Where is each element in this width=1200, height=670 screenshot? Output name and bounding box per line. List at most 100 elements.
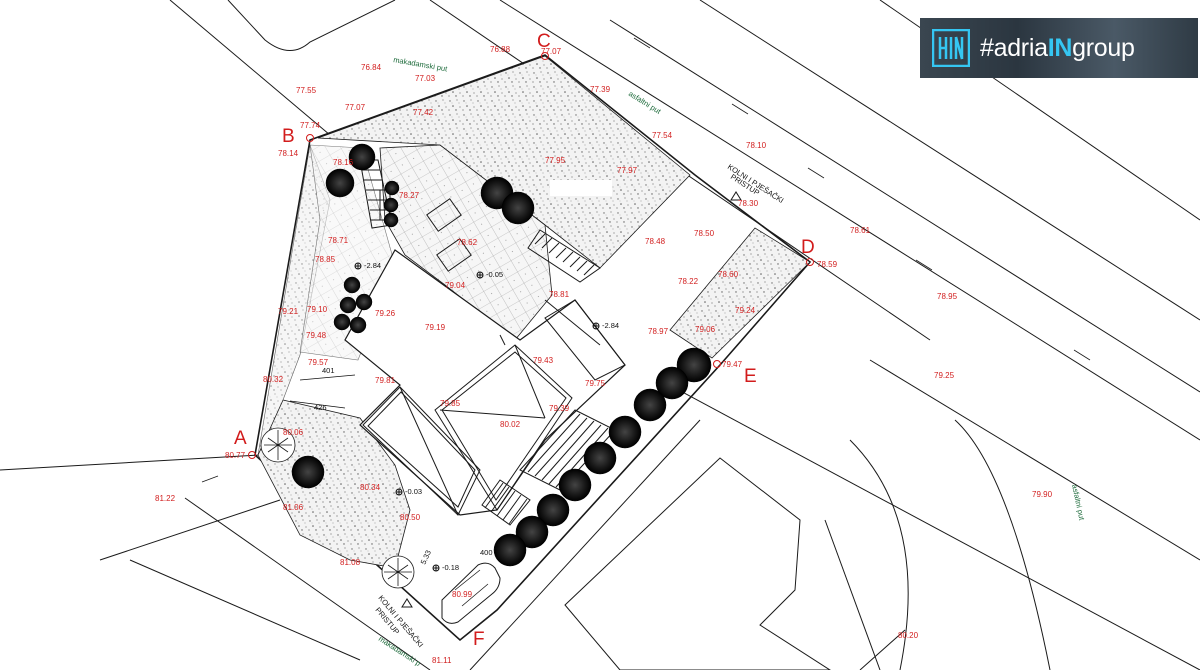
elevation-label: 79.26 — [375, 309, 396, 318]
elevation-label: 79.06 — [695, 325, 716, 334]
elevation-label: 80.06 — [283, 428, 304, 437]
corner-label-d: D — [801, 237, 815, 258]
svg-text:-0.18: -0.18 — [442, 563, 459, 572]
elevation-label: 80.34 — [360, 483, 381, 492]
level-marker-3: -2.84 — [592, 321, 619, 330]
elevation-label: 76.88 — [490, 45, 511, 54]
elevation-label: 79.39 — [549, 404, 570, 413]
elevation-label: 80.50 — [400, 513, 421, 522]
level-markers: -2.84 -0.05 -2.84 -0.03 -0.18 — [354, 261, 619, 572]
elevation-label: 78.27 — [399, 191, 420, 200]
elevation-label: 79.48 — [306, 331, 327, 340]
elevation-label: 79.85 — [440, 399, 461, 408]
elevation-label: 76.84 — [361, 63, 382, 72]
corner-markers — [248, 52, 814, 459]
gravel-areas — [257, 55, 811, 569]
elevation-label: 78.22 — [678, 277, 699, 286]
elevation-label: 78.14 — [278, 149, 299, 158]
brand-logo[interactable]: #adriaINgroup — [920, 18, 1198, 78]
svg-text:-2.84: -2.84 — [364, 261, 381, 270]
corner-label-c: C — [537, 31, 551, 52]
elevation-label: 79.25 — [934, 371, 955, 380]
dimension-426: 426 — [314, 403, 327, 412]
elevation-label: 79.24 — [735, 306, 756, 315]
brand-name: #adriaINgroup — [980, 34, 1135, 63]
dimension-533: 5.33 — [419, 549, 433, 566]
elevation-label: 81.06 — [283, 503, 304, 512]
house-footprint — [344, 249, 626, 516]
tree — [291, 143, 712, 567]
elevation-label: 78.60 — [718, 270, 739, 279]
elevation-label: 79.04 — [445, 281, 466, 290]
elevation-label: 80.99 — [452, 590, 473, 599]
elevation-label: 77.03 — [415, 74, 436, 83]
level-marker-2: -0.05 — [476, 270, 503, 279]
svg-text:-0.05: -0.05 — [486, 270, 503, 279]
neighbouring-building — [564, 457, 831, 670]
brand-highlight: IN — [1047, 33, 1073, 62]
adriaingroup-logo-mark-icon — [932, 29, 970, 67]
elevation-label: 77.42 — [413, 108, 434, 117]
elevation-label: 78.81 — [549, 290, 570, 299]
elevation-label: 78.48 — [645, 237, 666, 246]
dimension-401: 401 — [322, 366, 335, 375]
elevation-label: 80.20 — [898, 631, 919, 640]
trees — [260, 143, 712, 589]
elevation-label: 78.50 — [694, 229, 715, 238]
elevation-label: 79.47 — [722, 360, 743, 369]
corner-label-f: F — [473, 629, 485, 650]
elevation-label: 78.30 — [738, 199, 759, 208]
elevation-label: 81.08 — [340, 558, 361, 567]
elevation-label: 79.43 — [533, 356, 554, 365]
corner-label-e: E — [744, 366, 757, 387]
elevation-label: 79.19 — [425, 323, 446, 332]
elevation-label: 78.62 — [457, 238, 478, 247]
elevation-label: 79.21 — [278, 307, 299, 316]
elevation-label: 78.16 — [333, 158, 354, 167]
elevation-label: 79.90 — [1032, 490, 1053, 499]
elevation-label: 79.10 — [307, 305, 328, 314]
elevation-label: 79.57 — [308, 358, 329, 367]
brand-prefix: #adria — [980, 33, 1048, 62]
access-arrow-top — [730, 191, 742, 201]
parked-car — [441, 562, 501, 624]
elevation-label: 78.61 — [850, 226, 871, 235]
elevation-label: 78.10 — [746, 141, 767, 150]
elevation-label: 77.55 — [296, 86, 317, 95]
corner-labels: A B C D E F — [234, 31, 815, 650]
elevation-label: 78.85 — [315, 255, 336, 264]
elevation-label: 77.07 — [541, 47, 562, 56]
road-arrows — [201, 37, 1091, 483]
elevation-label: 80.77 — [225, 451, 246, 460]
dimension-400: 400 — [480, 548, 493, 557]
elevation-label: 79.75 — [585, 379, 606, 388]
access-arrow-bottom — [401, 598, 413, 608]
elevation-label: 80.02 — [500, 420, 521, 429]
elevation-label: 81.11 — [432, 656, 452, 665]
elevation-label: 77.07 — [345, 103, 366, 112]
level-marker-4: -0.03 — [395, 487, 422, 496]
svg-text:-2.84: -2.84 — [602, 321, 619, 330]
road-label-makadamski-top: makadamski put — [393, 55, 449, 74]
elevation-label: 78.71 — [328, 236, 349, 245]
elevation-label: 78.59 — [817, 260, 838, 269]
elevation-label: 77.95 — [545, 156, 566, 165]
corner-label-a: A — [234, 428, 247, 449]
level-marker-1: -2.84 — [354, 261, 381, 270]
corner-label-b: B — [282, 126, 295, 147]
svg-text:-0.03: -0.03 — [405, 487, 422, 496]
elevation-label: 77.54 — [652, 131, 673, 140]
elevation-label: 77.74 — [300, 121, 321, 130]
elevation-labels: 76.84 76.88 77.07 77.03 77.55 77.07 77.4… — [155, 45, 1053, 665]
elevation-label: 78.95 — [937, 292, 958, 301]
elevation-label: 77.97 — [617, 166, 638, 175]
elevation-label: 80.32 — [263, 375, 284, 384]
elevation-label: 78.97 — [648, 327, 669, 336]
road-label-asfaltni-top: asfaltni put — [627, 89, 663, 116]
level-marker-5: -0.18 — [432, 563, 459, 572]
deciduous-tree — [260, 427, 415, 589]
elevation-label: 79.81 — [375, 376, 396, 385]
elevation-label: 77.39 — [590, 85, 611, 94]
brand-suffix: group — [1072, 33, 1135, 62]
